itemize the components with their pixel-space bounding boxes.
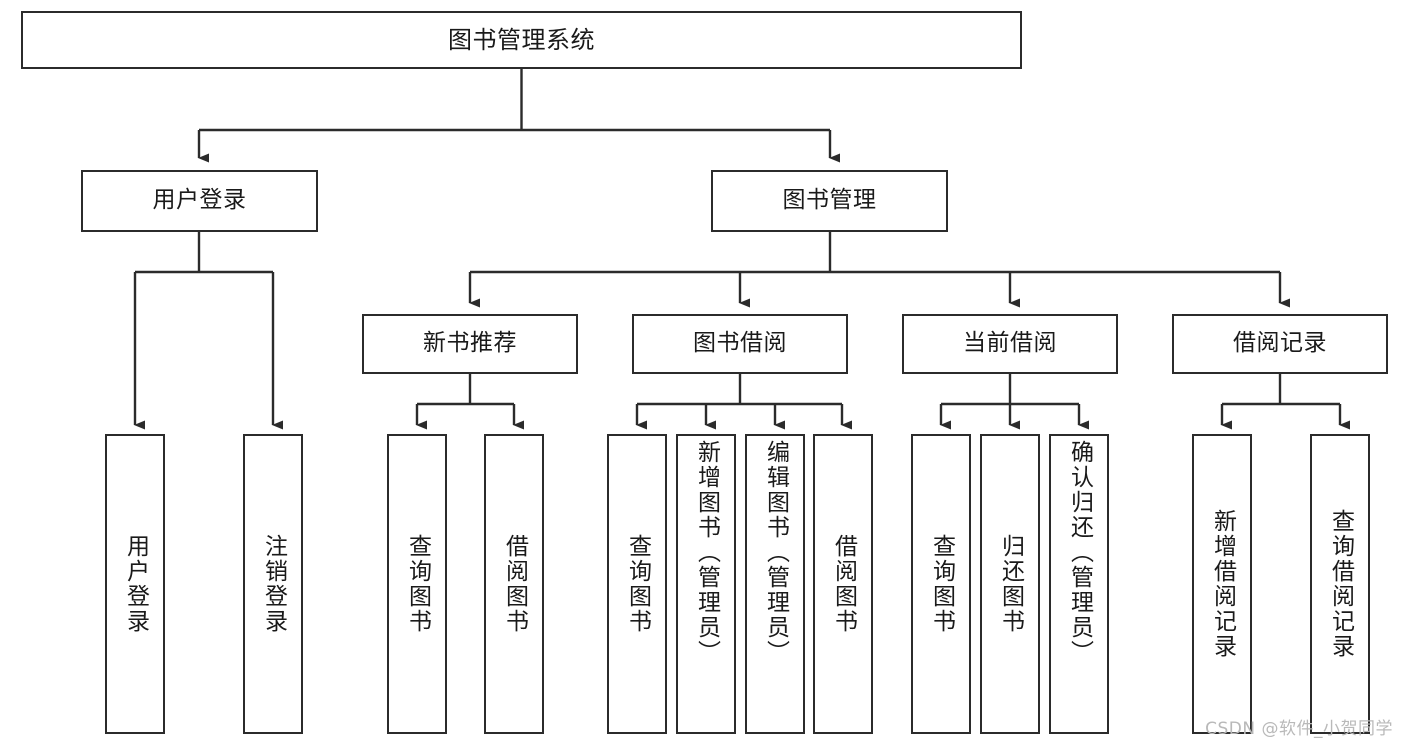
node-label: 新增借阅记录 [1209, 509, 1236, 659]
node-label: 查询图书 [624, 534, 651, 634]
node-user-login[interactable]: 用户登录 [81, 170, 318, 232]
node-label: 借阅记录 [1233, 330, 1327, 357]
node-label: 确认归还（管理员） [1066, 440, 1093, 665]
leaf-borrow-book-new[interactable]: 借阅图书 [484, 434, 544, 734]
csdn-watermark: CSDN @软件_小贺同学 [1205, 719, 1393, 739]
leaf-edit-book-admin[interactable]: 编辑图书（管理员） [745, 434, 805, 734]
leaf-add-borrow-record[interactable]: 新增借阅记录 [1192, 434, 1252, 734]
node-label: 查询图书 [928, 534, 955, 634]
node-borrow-record[interactable]: 借阅记录 [1172, 314, 1388, 374]
node-new-book-recommendation[interactable]: 新书推荐 [362, 314, 578, 374]
node-label: 当前借阅 [963, 330, 1057, 357]
node-label: 用户登录 [122, 534, 149, 634]
node-current-borrow[interactable]: 当前借阅 [902, 314, 1118, 374]
leaf-query-book-new[interactable]: 查询图书 [387, 434, 447, 734]
leaf-logout[interactable]: 注销登录 [243, 434, 303, 734]
leaf-borrow-book[interactable]: 借阅图书 [813, 434, 873, 734]
node-label: 图书管理 [782, 187, 877, 214]
node-label: 注销登录 [260, 534, 287, 634]
node-label: 查询图书 [404, 534, 431, 634]
leaf-query-borrow-record[interactable]: 查询借阅记录 [1310, 434, 1370, 734]
node-label: 图书管理系统 [448, 25, 595, 54]
node-label: 新增图书（管理员） [693, 440, 720, 665]
leaf-confirm-return-admin[interactable]: 确认归还（管理员） [1049, 434, 1109, 734]
node-root-book-management-system[interactable]: 图书管理系统 [21, 11, 1022, 69]
node-book-borrow[interactable]: 图书借阅 [632, 314, 848, 374]
leaf-add-book-admin[interactable]: 新增图书（管理员） [676, 434, 736, 734]
node-label: 新书推荐 [423, 330, 517, 357]
leaf-return-book[interactable]: 归还图书 [980, 434, 1040, 734]
node-label: 编辑图书（管理员） [762, 440, 789, 665]
node-label: 图书借阅 [693, 330, 787, 357]
node-label: 用户登录 [152, 187, 247, 214]
node-book-management[interactable]: 图书管理 [711, 170, 948, 232]
leaf-user-login[interactable]: 用户登录 [105, 434, 165, 734]
leaf-query-book-borrow[interactable]: 查询图书 [607, 434, 667, 734]
node-label: 借阅图书 [830, 534, 857, 634]
node-label: 查询借阅记录 [1327, 509, 1354, 659]
node-label: 归还图书 [997, 534, 1024, 634]
node-label: 借阅图书 [501, 534, 528, 634]
leaf-query-book-current[interactable]: 查询图书 [911, 434, 971, 734]
